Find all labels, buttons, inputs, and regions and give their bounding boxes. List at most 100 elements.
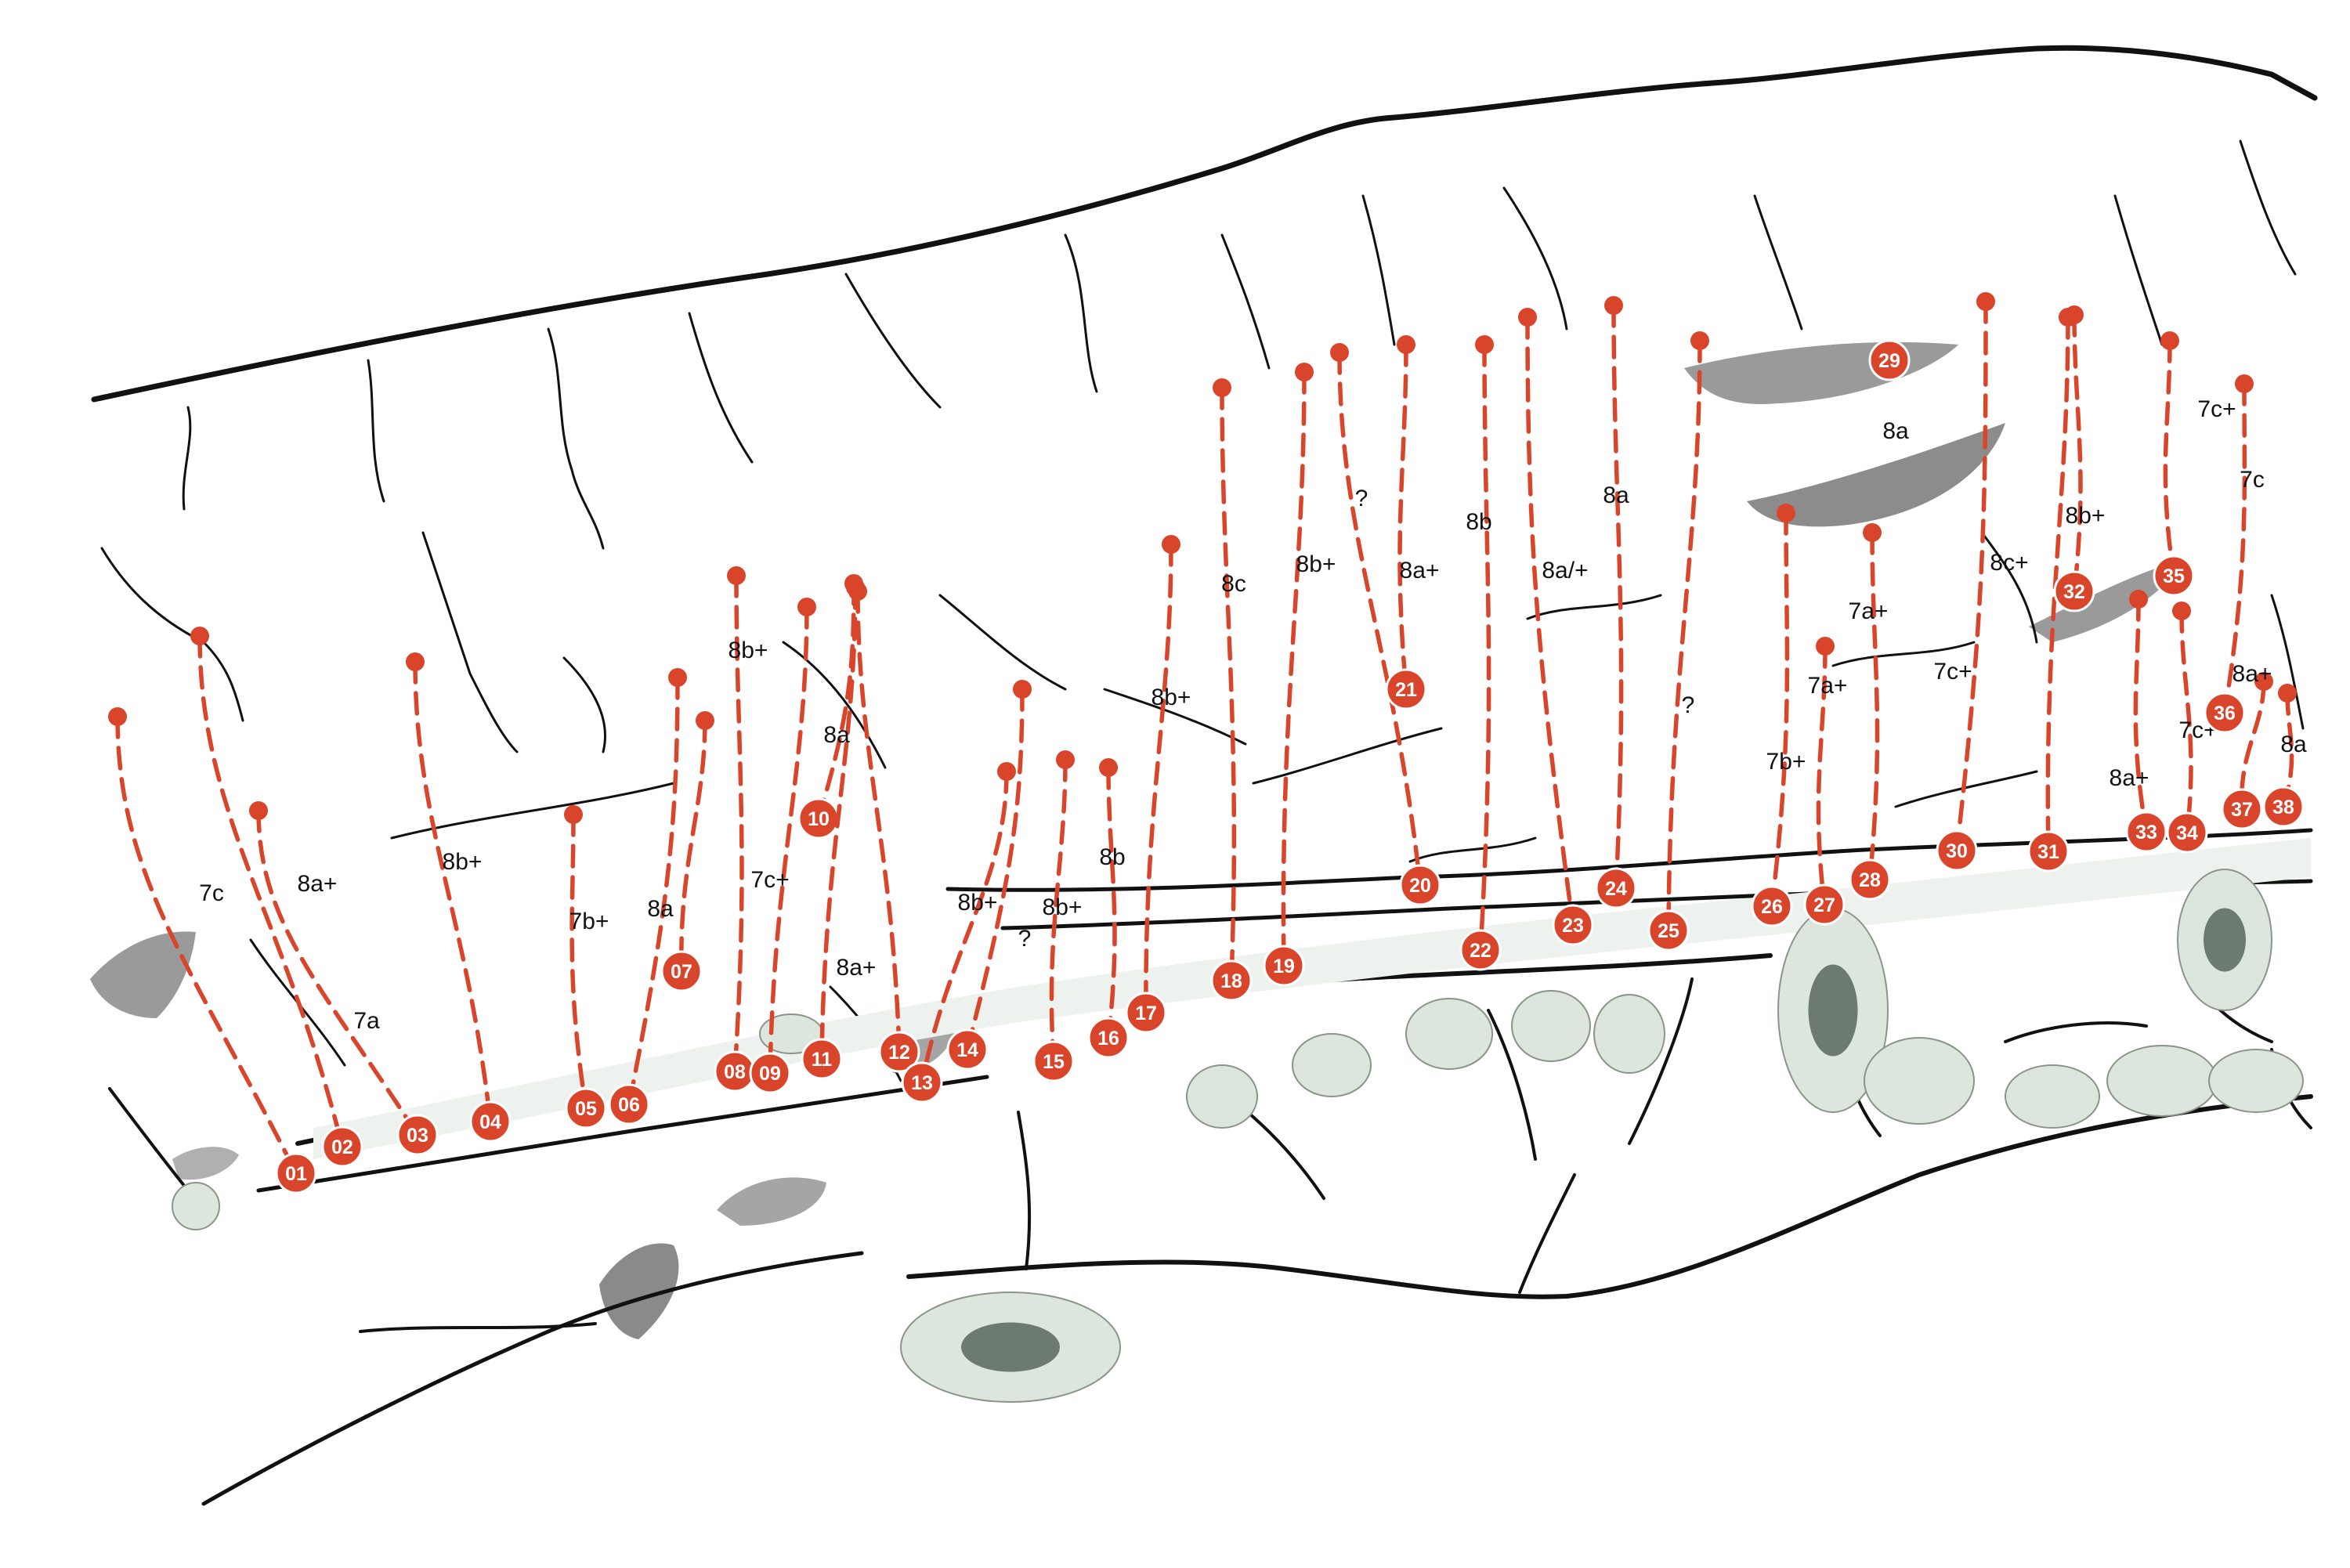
route-13: 8b+13	[901, 762, 1016, 1104]
route-number-badge[interactable]	[901, 1061, 943, 1104]
route-top-anchor	[1690, 331, 1709, 350]
route-grade: 8a/+	[1542, 558, 1588, 583]
route-number-badge[interactable]	[1868, 339, 1911, 381]
route-number: 15	[1043, 1051, 1065, 1073]
route-number: 10	[808, 808, 830, 830]
route-top-anchor	[668, 668, 687, 687]
route-grade: 7b+	[569, 909, 609, 934]
route-number-badge[interactable]	[749, 1052, 791, 1094]
route-top-anchor	[1330, 343, 1349, 362]
route-number-badge[interactable]	[1751, 885, 1793, 927]
route-line	[1106, 765, 1117, 1040]
route-number-badge[interactable]	[1849, 858, 1891, 901]
lichen-patch	[1405, 998, 1493, 1070]
route-21: 8a+21	[1385, 335, 1439, 710]
lichen-dark-core	[961, 1322, 1060, 1372]
route-number-badge[interactable]	[801, 1038, 843, 1080]
route-number-badge[interactable]	[1210, 959, 1253, 1002]
route-number: 27	[1813, 894, 1835, 916]
route-number-badge[interactable]	[1032, 1040, 1075, 1082]
route-number: 30	[1946, 840, 1968, 862]
route-number-badge[interactable]	[1936, 829, 1978, 872]
route-grade: 7a+	[1849, 598, 1889, 624]
route-number-badge[interactable]	[1087, 1017, 1130, 1059]
route-line	[920, 769, 1009, 1085]
route-number-badge[interactable]	[608, 1083, 650, 1125]
route-number-badge[interactable]	[1595, 867, 1637, 909]
route-number-badge[interactable]	[2204, 692, 2246, 734]
route-grade: 8a	[1603, 482, 1629, 508]
route-number-badge[interactable]	[2166, 811, 2208, 854]
route-02: 8a+02	[190, 627, 363, 1168]
route-grade: 8a+	[837, 955, 877, 981]
route-number: 05	[575, 1098, 597, 1120]
route-grade: 8a	[1882, 418, 1909, 444]
route-number-badge[interactable]	[660, 950, 703, 992]
route-number-badge[interactable]	[2053, 570, 2095, 612]
route-grade: 7c	[2240, 467, 2265, 493]
route-grade: 7c+	[1933, 659, 1972, 685]
route-number: 37	[2231, 799, 2253, 821]
route-grade: 8a	[647, 896, 674, 922]
route-number-badge[interactable]	[1385, 668, 1427, 710]
route-number-badge[interactable]	[2221, 788, 2263, 830]
route-15: 8b+15	[1032, 750, 1082, 1082]
route-number: 07	[671, 961, 692, 983]
route-top-anchor	[1777, 504, 1795, 522]
route-line	[819, 585, 858, 1061]
route-number-badge[interactable]	[321, 1125, 363, 1168]
route-number-badge[interactable]	[275, 1152, 317, 1194]
route-number-badge[interactable]	[2027, 830, 2070, 873]
route-grade: 8b+	[443, 849, 483, 875]
route-line	[1049, 757, 1068, 1064]
lichen-patches	[172, 869, 2304, 1403]
route-number-badge[interactable]	[1125, 992, 1167, 1034]
route-number: 33	[2135, 822, 2157, 844]
route-number-badge[interactable]	[565, 1087, 607, 1129]
route-number-badge[interactable]	[2125, 811, 2167, 853]
route-number-badge[interactable]	[1552, 904, 1594, 946]
route-grade: 7b+	[1766, 749, 1806, 775]
route-number: 34	[2176, 822, 2198, 844]
route-line	[1337, 350, 1423, 887]
route-line	[413, 659, 493, 1124]
route-number: 08	[724, 1061, 746, 1083]
route-line	[2179, 609, 2193, 835]
route-number-badge[interactable]	[396, 1114, 439, 1156]
route-top-anchor	[1816, 637, 1835, 656]
route-line	[256, 808, 420, 1137]
route-number-badge[interactable]	[878, 1031, 920, 1073]
route-line	[2045, 315, 2070, 854]
route-number-badge[interactable]	[1263, 945, 1305, 987]
routes: 7c018a+027a038b+047b+058a06078b+087c+091…	[108, 292, 2307, 1194]
route-line	[965, 687, 1025, 1052]
route-number-badge[interactable]	[1399, 864, 1441, 906]
route-top-anchor	[696, 711, 714, 730]
route-line	[855, 589, 902, 1054]
route-number-badge[interactable]	[2262, 786, 2305, 828]
route-number-badge[interactable]	[1459, 929, 1502, 971]
route-top-anchor	[2254, 672, 2273, 691]
route-25: ?25	[1647, 331, 1709, 952]
route-number-badge[interactable]	[946, 1028, 989, 1071]
lichen-dark-core	[2204, 908, 2246, 972]
route-line	[1867, 530, 1880, 882]
route-number: 36	[2214, 703, 2236, 724]
route-number-badge[interactable]	[469, 1100, 512, 1143]
route-number: 02	[331, 1136, 353, 1158]
route-grade: 8a+	[2232, 661, 2272, 687]
route-number-badge[interactable]	[1803, 883, 1846, 926]
route-grade: ?	[1018, 926, 1032, 952]
route-number-badge[interactable]	[2153, 555, 2195, 597]
route-number: 21	[1395, 679, 1417, 701]
route-top-anchor	[2065, 305, 2084, 324]
route-number-badge[interactable]	[1647, 909, 1690, 952]
route-top-anchor	[2129, 590, 2148, 609]
